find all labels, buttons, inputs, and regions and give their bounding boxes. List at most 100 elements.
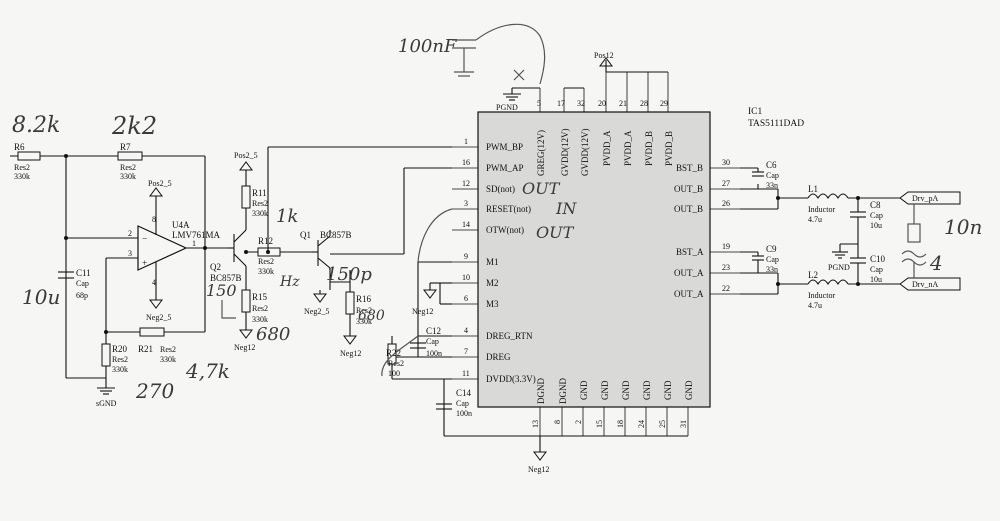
c9-type: Cap [766,255,779,264]
q2-transistor: Q2 BC857B [210,229,247,283]
neg12-q1-label: Neg12 [340,349,361,358]
ic1-pin-pwm-ap: PWM_AP [486,163,524,173]
ic1-top-pins: 5 17 32 20 21 28 29 GREG(12V) GVDD(12V) … [536,71,674,176]
r20-type: Res2 [112,355,128,364]
hw-reset-note: IN [555,199,577,218]
ic1-pin-pvdd-a-20: PVDD_A [602,130,612,166]
ic1-pin-num-24: 24 [637,420,646,428]
hw-r16-alt: 680 [358,308,385,324]
r12-type: Res2 [258,257,274,266]
ic1-right-pins: 30 27 26 19 23 22 BST_B OUT_B OUT_B BST_… [674,158,740,299]
ic1-pin-num-11: 11 [462,369,470,378]
c6-ref: C6 [766,160,777,170]
ic1-body [477,111,711,408]
r12-ref: R12 [258,236,273,246]
c14-capacitor: C14 Cap 100n [436,388,472,418]
l2-ref: L2 [808,270,818,280]
r22-ref: R22 [386,348,401,358]
c14-value: 100n [456,409,472,418]
ic1-pin-gnd-2: GND [579,380,589,400]
hw-r6-value: 8.2k [12,113,60,138]
c8-capacitor: C8 Cap 10u [850,200,883,230]
handwritten-notes: 8.2k 2k2 1k Hz 150p 680 150 680 10u 4,7k… [12,23,982,403]
r16-value: 330k [356,317,372,326]
r11-ref: R11 [252,188,267,198]
ic1-pin-dreg-rtn: DREG_RTN [486,331,533,341]
c12-ref: C12 [426,326,441,336]
ic1-pin-num-19: 19 [722,242,730,251]
ic1-pin-bst-b: BST_B [676,163,703,173]
ic1-pin-out-b-26: OUT_B [674,204,703,214]
hw-sd-note: OUT [522,179,561,198]
ic1-pin-num-31: 31 [679,420,688,428]
pos2-5-opamp-symbol: Pos2_5 [148,179,172,197]
sgnd-symbol: sGND [96,378,117,408]
neg12-ic-label: Neg12 [528,465,549,474]
ic1-pin-m3: M3 [486,299,499,309]
r11-type: Res2 [252,199,268,208]
r21-ref: R21 [138,344,153,354]
neg2-5-opamp-symbol: Neg2_5 [146,299,171,322]
ic1-pin-num-14: 14 [462,220,470,229]
neg12-m-label: Neg12 [412,307,433,316]
ic1-pin-dreg: DREG [486,352,511,362]
ic1-pin-num-8: 8 [553,420,562,424]
ic1-pin-num-17: 17 [557,99,565,108]
c14-type: Cap [456,399,469,408]
r7-value: 330k [120,172,136,181]
u4a-pin-8: 8 [152,215,156,224]
ic1-pin-gnd-15: GND [600,380,610,400]
ic1-pin-num-26: 26 [722,199,730,208]
ic1-pin-sd: SD(not) [486,184,515,194]
ic1-pin-num-3: 3 [464,199,468,208]
neg12-ic-symbol: Neg12 [528,436,549,474]
q2-ref: Q2 [210,262,221,272]
c10-capacitor: C10 Cap 10u [850,254,886,284]
sgnd-label: sGND [96,399,117,408]
r21-type: Res2 [160,345,176,354]
r6-value: 330k [14,172,30,181]
l1-type: Inductor [808,205,835,214]
r22-body [387,343,397,365]
pos2-5-opamp-label: Pos2_5 [148,179,172,188]
pos2-5-q2-symbol: Pos2_5 [234,151,258,171]
c9-value: 33n [766,265,778,274]
hw-q-note: Hz [279,274,300,290]
r22-value: 100 [388,369,400,378]
r7-ref: R7 [120,142,131,152]
hw-r11-value: 1k [276,206,298,227]
hw-r16-value: 150p [326,264,372,285]
r11-value: 330k [252,209,268,218]
pgnd-top-label: PGND [496,103,518,112]
ic1-pin-dgnd-8: DGND [558,378,568,404]
ic1-part: TAS5111DAD [748,119,804,129]
r6-type: Res2 [14,163,30,172]
ic1-pin-gnd-25: GND [663,380,673,400]
ic1-pin-gnd-18: GND [621,380,631,400]
ic1-pin-num-28: 28 [640,99,648,108]
u4a-part: LMV761MA [172,230,221,240]
ic1-pin-dgnd-13: DGND [536,378,546,404]
ic1-pin-m1: M1 [486,257,499,267]
r15-ref: R15 [252,292,268,302]
ic1-pin-num-27: 27 [722,179,730,188]
u4a-ref: U4A [172,220,190,230]
q2-part: BC857B [210,273,242,283]
ic1-pin-reset: RESET(not) [486,204,531,214]
l1-inductor: L1 Inductor 4.7u [807,184,849,224]
ic1-left-pins: 1 16 12 3 14 9 10 6 4 7 11 PWM_BP PWM_AP… [452,137,536,384]
r15-body [241,289,251,313]
r22-type: Res2 [388,359,404,368]
r15-value: 330k [252,315,268,324]
r6-ref: R6 [14,142,25,152]
ic1-bottom-pins: 13 8 2 15 18 24 25 31 DGND DGND GND GND … [531,378,694,437]
ic1-pin-num-9: 9 [464,252,468,261]
l2-value: 4.7u [808,301,822,310]
ic1-pin-num-23: 23 [722,263,730,272]
neg12-q2-label: Neg12 [234,343,255,352]
c12-type: Cap [426,337,439,346]
c6-capacitor: C6 Cap 33n [752,160,779,190]
drv-na-port: Drv_nA [899,277,961,291]
ic1-pin-num-22: 22 [722,284,730,293]
ic1-pin-pwm-bp: PWM_BP [486,142,523,152]
